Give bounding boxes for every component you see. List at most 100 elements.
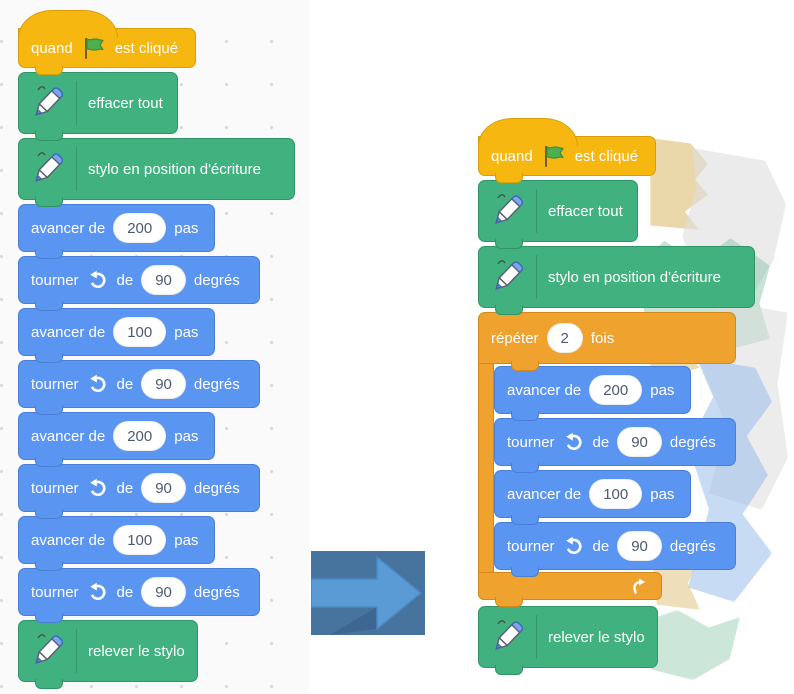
degrees-input[interactable]: 90 [141,577,186,607]
block-connector [495,597,523,607]
block-text: relever le stylo [88,642,185,660]
block-text: stylo en position d'écriture [548,268,721,286]
divider [76,147,77,191]
block-text: quand [491,147,533,165]
block-text: tourner [31,375,79,393]
loop-arrow-icon [630,577,650,596]
block-move-steps[interactable]: avancer de 100 pas [18,308,215,363]
block-connector [35,301,63,311]
block-connector [511,463,539,473]
pen-icon [489,616,525,658]
block-text: effacer tout [88,94,163,112]
block-turn-ccw[interactable]: tourner de 90 degrés [18,464,260,519]
block-text: de [592,537,610,555]
repeat-header[interactable]: répéter 2 fois [478,312,736,371]
block-turn-ccw[interactable]: tourner de 90 degrés [18,256,260,311]
green-flag-icon [81,36,107,60]
block-erase-all[interactable]: effacer tout [478,180,638,249]
block-move-steps[interactable]: avancer de 200 pas [18,204,215,259]
repeat-count-input[interactable]: 2 [546,323,583,353]
turn-ccw-icon [87,374,109,394]
block-text: pas [174,427,199,445]
block-connector [511,411,539,421]
block-text: de [592,433,610,451]
block-connector [35,197,63,207]
block-text: stylo en position d'écriture [88,160,261,178]
repeat-footer[interactable] [478,572,662,607]
pen-icon [489,256,525,298]
block-text: répéter [491,329,539,347]
block-connector [511,567,539,577]
block-text: effacer tout [548,202,623,220]
degrees-input[interactable]: 90 [617,531,662,561]
block-text: degrés [193,583,240,601]
block-text: degrés [669,433,716,451]
divider [536,189,537,233]
block-text: avancer de [507,381,582,399]
divider [76,81,77,125]
steps-input[interactable]: 100 [589,479,643,509]
green-flag-icon [541,144,567,168]
script-after: quand est cliqué [478,118,755,675]
block-turn-ccw[interactable]: tourner de 90 degrés [494,522,736,577]
pen-icon [29,82,65,124]
block-connector [35,353,63,363]
degrees-input[interactable]: 90 [141,473,186,503]
transform-arrow [310,551,425,635]
block-text: quand [31,39,73,57]
block-pen-up[interactable]: relever le stylo [18,620,198,689]
block-text: de [116,583,134,601]
block-text: pas [174,531,199,549]
turn-ccw-icon [87,270,109,290]
block-when-flag-clicked[interactable]: quand est cliqué [478,118,656,183]
repeat-body: avancer de 200 pas tourner [494,364,736,577]
block-text: pas [174,323,199,341]
hat-dome [478,118,578,146]
block-text: fois [590,329,615,347]
steps-input[interactable]: 200 [589,375,643,405]
block-move-steps[interactable]: avancer de 200 pas [18,412,215,467]
steps-input[interactable]: 100 [113,317,167,347]
block-pen-down[interactable]: stylo en position d'écriture [478,246,755,315]
block-text: degrés [193,479,240,497]
block-connector [35,405,63,415]
block-turn-ccw[interactable]: tourner de 90 degrés [494,418,736,473]
block-text: tourner [31,583,79,601]
block-text: pas [650,485,675,503]
block-move-steps[interactable]: avancer de 100 pas [18,516,215,571]
block-connector [35,457,63,467]
degrees-input[interactable]: 90 [141,265,186,295]
block-text: avancer de [31,531,106,549]
block-move-steps[interactable]: avancer de 200 pas [494,366,691,421]
block-connector [495,173,523,183]
block-connector [35,65,63,75]
steps-input[interactable]: 100 [113,525,167,555]
turn-ccw-icon [87,582,109,602]
degrees-input[interactable]: 90 [141,369,186,399]
block-connector [495,305,523,315]
turn-ccw-icon [563,536,585,556]
block-repeat[interactable]: répéter 2 fois avancer de 200 pas tourne… [478,312,736,607]
steps-input[interactable]: 200 [113,213,167,243]
degrees-input[interactable]: 90 [617,427,662,457]
steps-input[interactable]: 200 [113,421,167,451]
block-turn-ccw[interactable]: tourner de 90 degrés [18,360,260,415]
pen-icon [29,148,65,190]
block-pen-up[interactable]: relever le stylo [478,606,658,675]
block-connector [35,561,63,571]
divider [536,615,537,659]
block-pen-down[interactable]: stylo en position d'écriture [18,138,295,207]
block-text: tourner [31,271,79,289]
block-text: degrés [193,375,240,393]
block-turn-ccw[interactable]: tourner de 90 degrés [18,568,260,623]
block-erase-all[interactable]: effacer tout [18,72,178,141]
block-connector [495,239,523,249]
block-text: degrés [669,537,716,555]
hat-dome [18,10,118,38]
block-when-flag-clicked[interactable]: quand est cliqué [18,10,196,75]
block-text: avancer de [31,323,106,341]
block-text: de [116,271,134,289]
block-move-steps[interactable]: avancer de 100 pas [494,470,691,525]
block-text: de [116,479,134,497]
